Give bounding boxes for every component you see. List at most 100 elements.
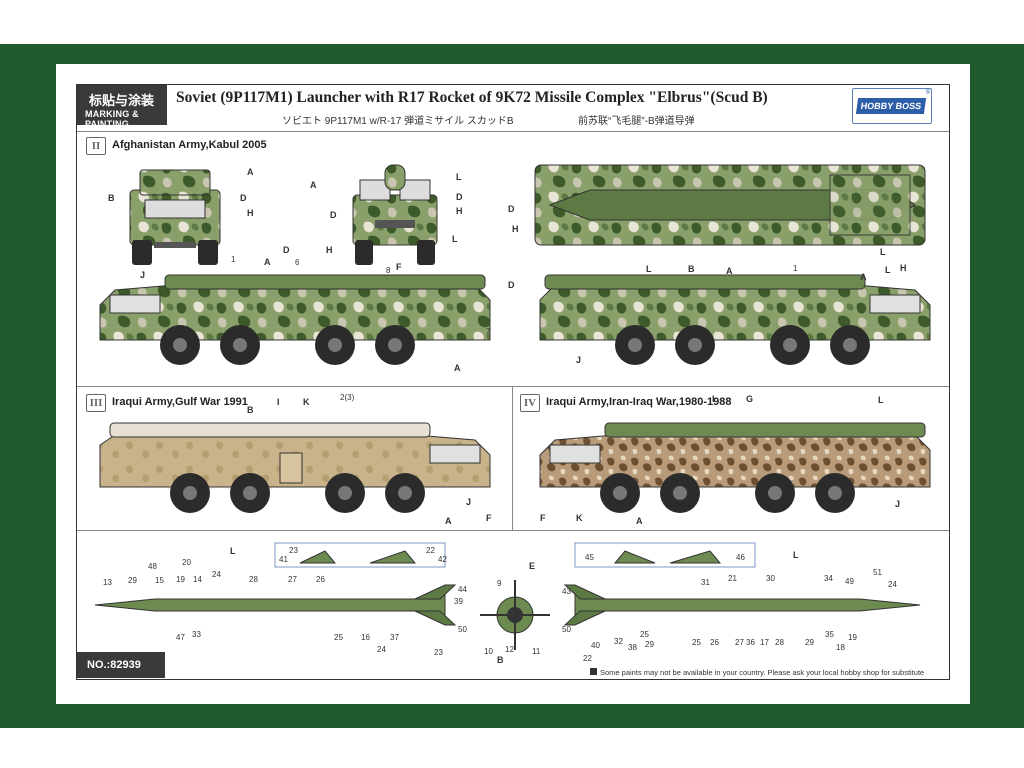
number-44: 44 [458,585,467,594]
callout-e: E [529,561,536,571]
number-2-3: 2(3) [340,393,355,402]
callout-d-5: D [508,204,515,214]
number-1: 1 [231,255,236,264]
missile-rear-view [480,580,550,650]
sheet-frame [76,84,950,680]
number-39: 39 [454,597,463,606]
callout-a-5: A [726,266,733,276]
side-view-iran-iraq-war [539,422,931,513]
section-number-iv: IV [520,394,540,412]
side-view-gulf-war [99,422,491,513]
number-41: 41 [279,555,288,564]
number-23-b: 23 [434,648,443,657]
number-7: 7 [486,327,491,336]
callout-l-3: L [646,264,652,274]
number-46: 46 [736,553,745,562]
callout-h-5: H [900,263,907,273]
divider-section-3 [77,530,949,531]
callout-j-2: J [576,355,582,365]
callout-j: J [140,270,146,280]
number-11: 11 [532,647,541,656]
callout-a-6: A [860,272,867,282]
background-band-left [0,44,56,728]
callout-a-7: A [445,516,452,526]
number-22-a: 22 [426,546,435,555]
paint-availability-note: Some paints may not be available in your… [590,668,924,677]
front-view-afghan-2 [352,164,438,265]
number-26-a: 26 [316,575,325,584]
divider-vertical [512,386,513,530]
number-19-b: 19 [848,633,857,642]
number-32: 32 [614,637,623,646]
fin-detail-right [574,542,756,568]
callout-g: G [746,394,754,404]
callout-a-3: A [264,257,271,267]
background-band-top [0,44,1024,64]
number-14: 14 [193,575,202,584]
number-28-a: 28 [249,575,258,584]
number-43: 43 [562,587,571,596]
front-view-afghan-1 [129,169,221,265]
number-45: 45 [585,553,594,562]
callout-l-5: L [885,265,891,275]
missile-right [563,584,921,626]
callout-h-4: H [512,224,519,234]
callout-a: A [247,167,254,177]
number-50-b: 50 [562,625,571,634]
logo-registered-mark: ® [925,90,930,96]
number-30: 30 [766,574,775,583]
number-13: 13 [103,578,112,587]
section-title-gulf-war: Iraqui Army,Gulf War 1991 [112,396,248,408]
callout-a-8: A [636,516,643,526]
divider-header [77,131,949,132]
subtitle-chinese: 前苏联“飞毛腿”-B弹道导弹 [578,116,695,127]
number-38: 38 [628,643,637,652]
callout-l-8: L [793,550,799,560]
callout-l-6: L [878,395,884,405]
number-1-b: 1 [793,264,798,273]
background-band-bottom [0,704,1024,728]
number-29-c: 29 [805,638,814,647]
callout-b-3: B [247,405,254,415]
number-48: 48 [148,562,157,571]
number-40: 40 [591,641,600,650]
number-20: 20 [182,558,191,567]
number-50-a: 50 [458,625,467,634]
number-35: 35 [825,630,834,639]
divider-section-2 [77,386,949,387]
callout-f-3: F [540,513,546,523]
callout-b-4: B [497,655,504,665]
section-title-afghanistan: Afghanistan Army,Kabul 2005 [112,139,267,151]
number-33: 33 [192,630,201,639]
number-28-b: 28 [775,638,784,647]
callout-j-4: J [895,499,901,509]
callout-l: L [456,172,462,182]
number-51: 51 [873,568,882,577]
number-9: 9 [497,579,502,588]
number-29-b: 29 [645,640,654,649]
marking-painting-label: 标贴与涂装 MARKING & PAINTING [77,85,167,129]
callout-i-2: I [712,394,715,404]
number-8: 8 [386,266,391,275]
side-view-afghan-left [99,274,491,365]
section-number-iii: III [86,394,106,412]
number-25-a: 25 [334,633,343,642]
callout-d-3: D [330,210,337,220]
number-6: 6 [295,258,300,267]
top-view-afghan [534,164,926,246]
number-25-c: 25 [692,638,701,647]
side-view-afghan-right [539,274,931,365]
callout-f-2: F [486,513,492,523]
callout-f: F [396,262,402,272]
callout-d-4: D [283,245,290,255]
callout-l-2: L [452,234,458,244]
callout-d-6: D [508,280,515,290]
number-22-b: 22 [583,654,592,663]
callout-k: K [303,397,310,407]
callout-k-2: K [576,513,583,523]
callout-l-7: L [230,546,236,556]
subtitle-japanese: ソビエト 9P117M1 w/R-17 弾道ミサイル スカッドB [282,116,514,127]
number-10: 10 [484,647,493,656]
note-bullet-icon [590,668,597,675]
number-25-b: 25 [640,630,649,639]
